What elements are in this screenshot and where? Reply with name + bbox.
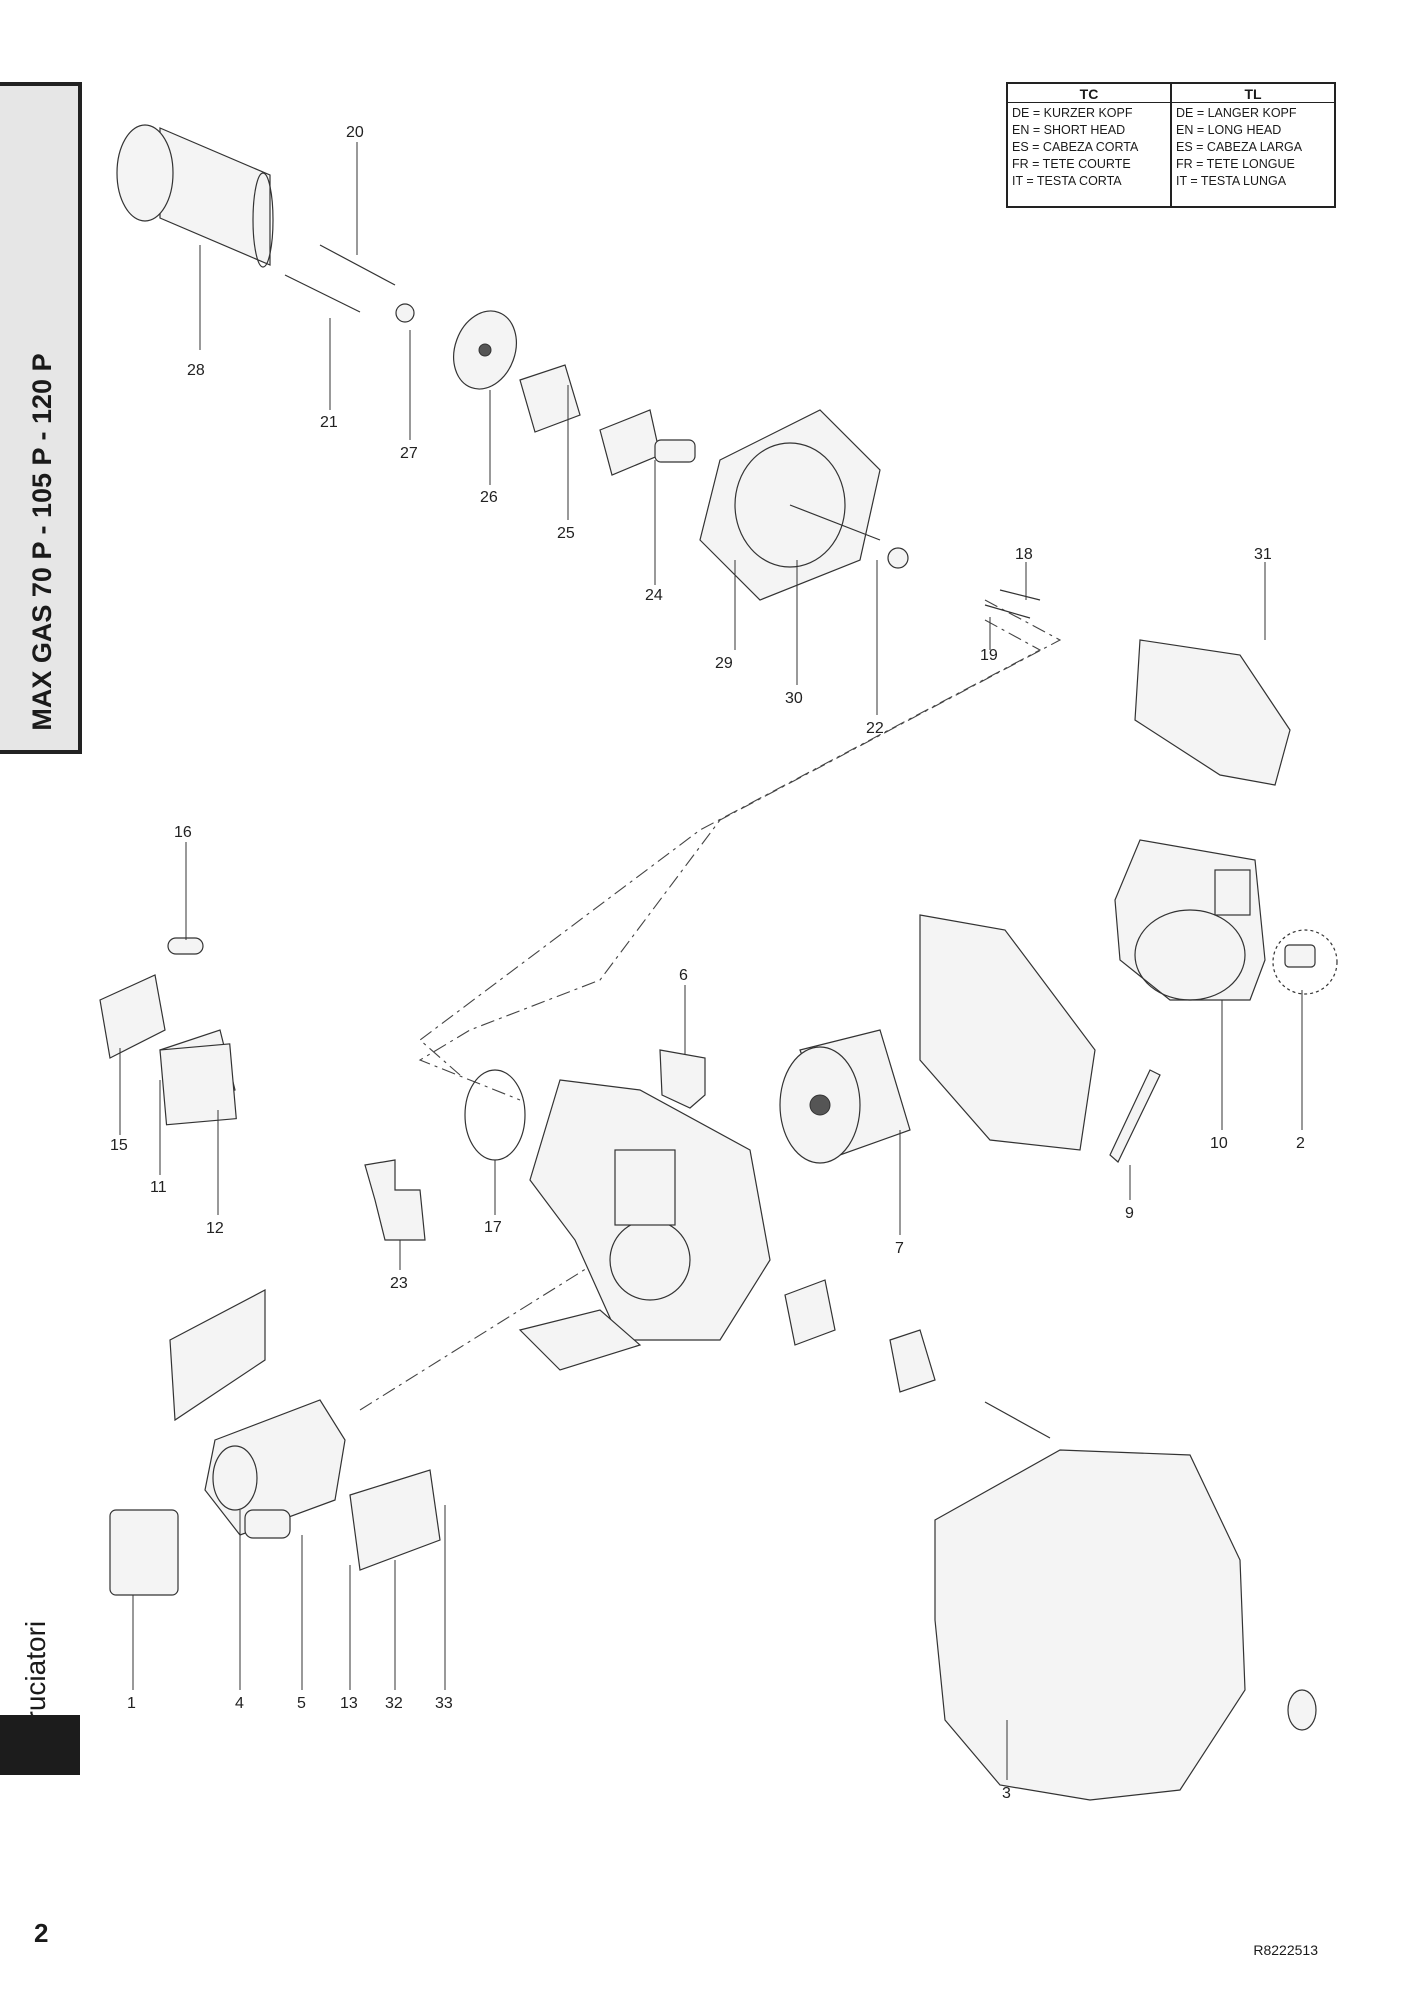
coil-drawing (109, 1509, 179, 1596)
part-label: 9 (1125, 1205, 1134, 1222)
legend-column-tc: TC DE = KURZER KOPF EN = SHORT HEAD ES =… (1008, 84, 1170, 206)
part-label: 6 (679, 967, 688, 984)
hood-cover-drawing (1134, 639, 1291, 786)
part-label: 2 (1296, 1135, 1305, 1152)
fan-housing-drawing (919, 914, 1096, 1151)
leader-lines (119, 142, 1303, 1780)
control-box-drawing (159, 1029, 237, 1126)
legend-column-tl: TL DE = LANGER KOPF EN = LONG HEAD ES = … (1170, 84, 1334, 206)
fan-wheel-drawing (779, 1029, 911, 1164)
electrode-drawing (284, 244, 415, 323)
burner-body-drawing (529, 1079, 771, 1341)
flange-plate-drawing (889, 1329, 936, 1393)
legend-line: FR = TETE COURTE (1012, 157, 1131, 171)
part-label: 20 (346, 124, 364, 141)
main-cover-drawing (934, 1449, 1246, 1801)
side-tab (0, 82, 82, 754)
page-number: 2 (34, 1918, 49, 1948)
capacitor-drawing (167, 937, 204, 955)
gas-control-drawing (349, 1469, 441, 1571)
assembly-lines (359, 599, 1062, 1411)
part-label: 27 (400, 445, 418, 462)
part-label: 26 (480, 489, 498, 506)
part-label: 18 (1015, 546, 1033, 563)
motor-drawing (204, 1399, 346, 1539)
gas-elbow-drawing (364, 1159, 426, 1241)
part-label: 11 (150, 1179, 167, 1196)
gasket-plate-drawing (784, 1279, 836, 1346)
swirler-disc-drawing (453, 310, 517, 390)
legend-line: IT = TESTA LUNGA (1176, 174, 1287, 188)
part-label: 3 (1002, 1785, 1011, 1802)
part-label: 24 (645, 587, 663, 604)
part-label: 4 (235, 1695, 244, 1712)
part-label: 12 (206, 1220, 224, 1237)
part-label: 5 (297, 1695, 306, 1712)
legend-header: TC (1008, 86, 1170, 103)
part-label: 17 (484, 1219, 502, 1236)
legend-line: ES = CABEZA LARGA (1176, 140, 1303, 154)
adjustment-rod-drawing (984, 1401, 1051, 1439)
legend-line: IT = TESTA CORTA (1012, 174, 1122, 188)
o-ring-drawing (464, 1069, 526, 1161)
part-labels: 20 28 21 27 26 25 24 29 30 22 18 19 31 1… (110, 124, 1305, 1802)
legend-line: DE = LANGER KOPF (1176, 106, 1297, 120)
air-box-drawing (1114, 839, 1266, 1001)
part-label: 22 (866, 720, 884, 737)
part-label: 30 (785, 690, 803, 707)
nozzle-block-drawing (599, 409, 696, 476)
part-label: 33 (435, 1695, 453, 1712)
document-code: R8222513 (1253, 1942, 1318, 1958)
legend-line: DE = KURZER KOPF (1012, 106, 1133, 120)
part-label: 19 (980, 647, 998, 664)
part-label: 32 (385, 1695, 403, 1712)
cover-knob-drawing (1287, 1689, 1317, 1731)
part-label: 28 (187, 362, 205, 379)
part-label: 1 (127, 1695, 136, 1712)
part-label: 13 (340, 1695, 358, 1712)
head-length-legend: TC DE = KURZER KOPF EN = SHORT HEAD ES =… (1006, 82, 1336, 208)
legend-line: FR = TETE LONGUE (1176, 157, 1295, 171)
air-damper-drawing (169, 1289, 266, 1422)
legend-line: ES = CABEZA CORTA (1012, 140, 1139, 154)
legend-line: EN = SHORT HEAD (1012, 123, 1126, 137)
part-label: 16 (174, 824, 192, 841)
warning-label-drawing (99, 974, 166, 1059)
bracket-drawing (519, 364, 581, 433)
part-label: 10 (1210, 1135, 1228, 1152)
mounting-bracket-drawing (518, 1309, 642, 1371)
part-label: 29 (715, 655, 733, 672)
legend-line: EN = LONG HEAD (1176, 123, 1282, 137)
plate-drawing (659, 1049, 706, 1109)
gasket-drawing (1109, 1069, 1161, 1163)
pressure-switch-drawing (1272, 929, 1338, 995)
part-label: 23 (390, 1275, 408, 1292)
legend-header: TL (1172, 86, 1334, 103)
part-label: 25 (557, 525, 575, 542)
part-label: 31 (1254, 546, 1272, 563)
screw-drawing (984, 589, 1041, 619)
part-label: 15 (110, 1137, 128, 1154)
burner-flange-drawing (699, 409, 909, 601)
section-marker (0, 1715, 80, 1775)
flame-tube-drawing (116, 124, 274, 268)
part-label: 21 (320, 414, 338, 431)
part-label: 7 (895, 1240, 904, 1257)
